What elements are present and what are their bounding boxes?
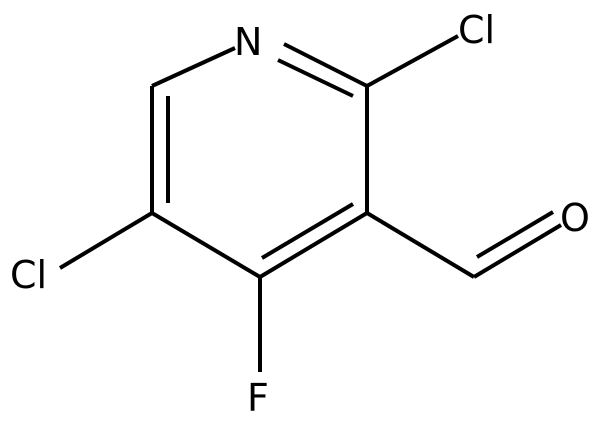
atom-label-n1: N [234,20,262,64]
bond-cho-o [472,223,563,279]
bond-c3-cho [365,211,476,279]
bond-c5-cl [58,211,154,270]
atom-label-f4: F [247,376,269,420]
bond-c5-c4 [150,211,262,279]
bond-c2-n1-inner [277,58,354,98]
atom-label-cl5: Cl [10,253,47,297]
bond-cho-o-inner [475,210,555,259]
atom-label-cl2: Cl [458,8,495,52]
bond-c2-cl [366,34,459,88]
bond-c4-c3-inner [260,202,355,260]
bond-c4-c3 [258,211,369,279]
bond-c2-n1 [283,42,368,88]
atom-label-o: O [560,196,590,240]
bond-n1-c6 [151,46,236,88]
